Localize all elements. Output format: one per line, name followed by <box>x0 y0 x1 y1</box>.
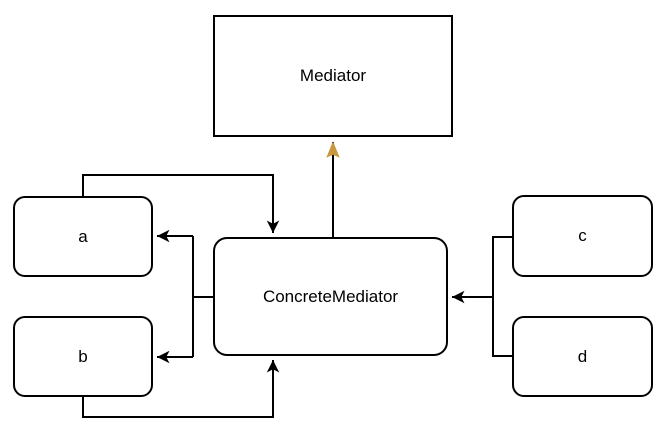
node-concretemediator-label: ConcreteMediator <box>262 286 399 306</box>
node-mediator-label: Mediator <box>299 66 367 85</box>
node-d: d <box>512 316 653 397</box>
node-b: b <box>13 316 153 397</box>
node-c: c <box>512 195 653 277</box>
node-c-label: c <box>578 226 587 245</box>
node-mediator: Mediator <box>213 15 453 137</box>
node-d-label: d <box>577 346 588 366</box>
node-concretemediator: ConcreteMediator <box>213 237 448 356</box>
connector-right-bracket <box>492 236 512 357</box>
node-a-label: a <box>78 226 88 246</box>
node-b-label: b <box>78 346 88 366</box>
connector-left-bracket <box>192 236 213 357</box>
node-a: a <box>13 196 153 277</box>
